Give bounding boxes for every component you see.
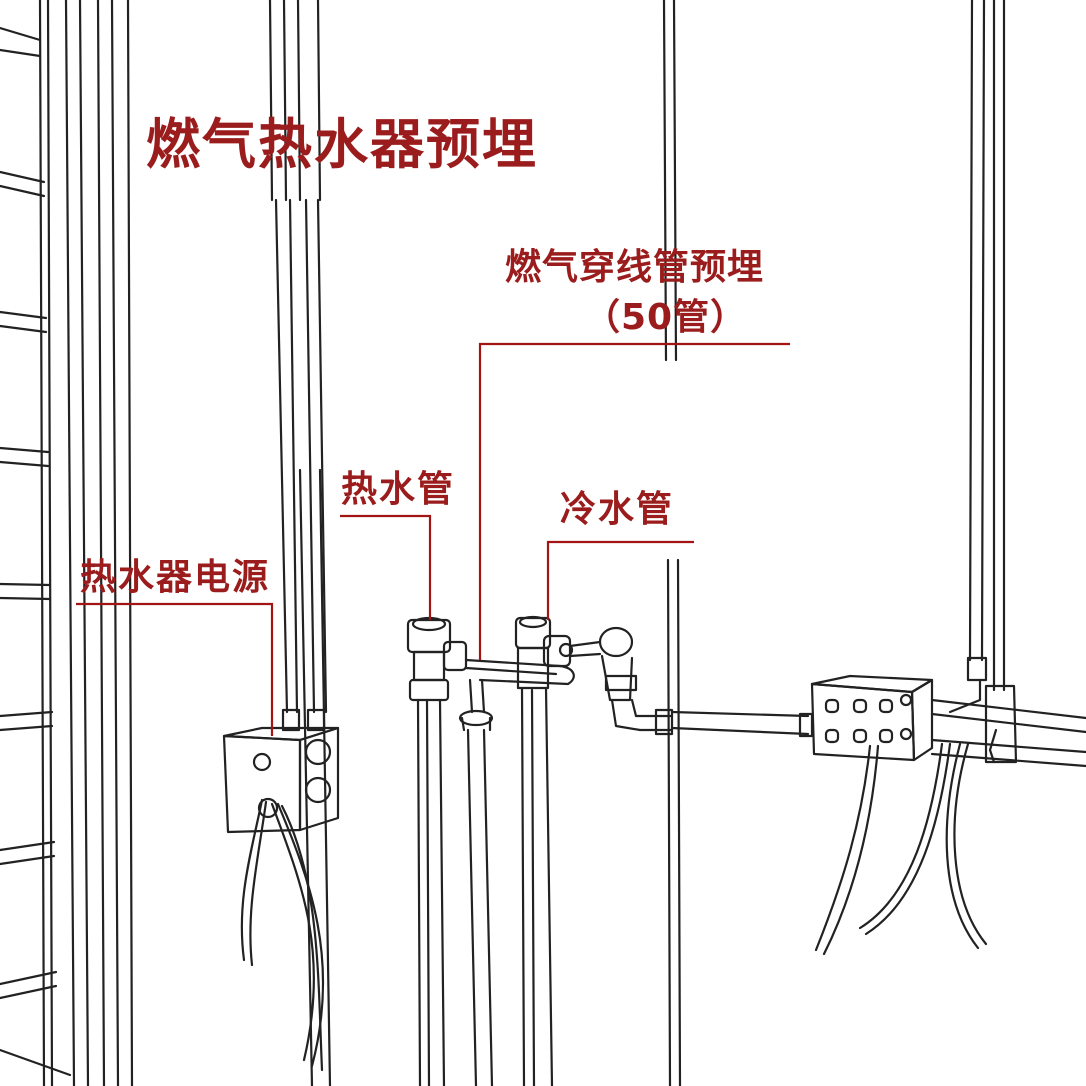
gas-conduit	[458, 658, 575, 1086]
leader-cold-water-pipe	[546, 540, 694, 620]
leader-hot-water-pipe	[340, 514, 432, 620]
gas-conduit-label: 燃气穿线管预埋	[505, 247, 765, 288]
cold-water-pipe	[514, 615, 814, 1086]
hot-water-pipe-label: 热水管	[341, 469, 456, 510]
heater-power-label: 热水器电源	[80, 557, 271, 598]
callout-leader-lines	[76, 342, 790, 736]
window-frame	[0, 0, 134, 1086]
leader-gas-conduit	[478, 342, 790, 660]
wall-edges	[268, 0, 682, 1086]
leader-heater-power	[76, 602, 274, 736]
cold-water-pipe-label: 冷水管	[560, 489, 675, 530]
hot-water-pipe	[406, 616, 468, 1086]
heater-power-junction-box	[222, 198, 340, 1072]
diagram-title: 燃气热水器预埋	[146, 113, 538, 176]
gas-conduit-size-label: （50管）	[584, 297, 748, 338]
right-junction-box	[810, 0, 1086, 956]
